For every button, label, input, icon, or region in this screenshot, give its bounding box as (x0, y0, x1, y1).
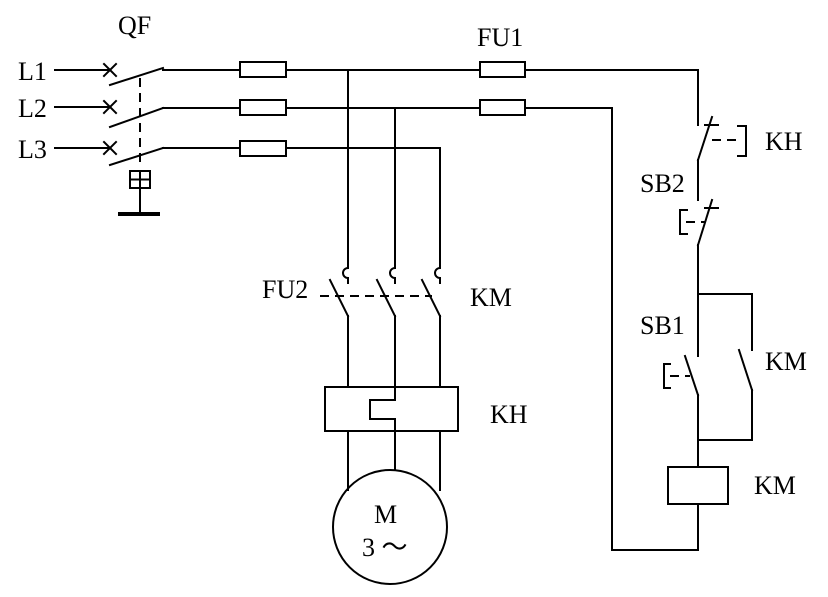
label-km-main: KM (470, 283, 512, 312)
label-sb2: SB2 (640, 169, 685, 198)
fuse-fu1 (479, 61, 699, 116)
label-fu2: FU2 (262, 275, 308, 304)
label-l3: L3 (18, 135, 47, 164)
label-sb1: SB1 (640, 311, 685, 340)
main-fuses (239, 61, 481, 157)
label-l2: L2 (18, 94, 47, 123)
control-circuit (611, 69, 754, 551)
motor-letter: M (374, 500, 397, 529)
power-circuit (320, 69, 459, 491)
label-l1: L1 (18, 57, 47, 86)
breaker-qf (54, 62, 241, 216)
motor-m: M 3 ～ (332, 469, 448, 585)
label-km-aux: KM (765, 347, 807, 376)
label-fu1: FU1 (477, 23, 523, 52)
motor-phase-label: 3 ～ (362, 533, 408, 562)
label-qf: QF (118, 11, 151, 40)
label-kh-main: KH (490, 400, 528, 429)
label-km-coil: KM (754, 471, 796, 500)
label-kh-contact: KH (765, 127, 803, 156)
